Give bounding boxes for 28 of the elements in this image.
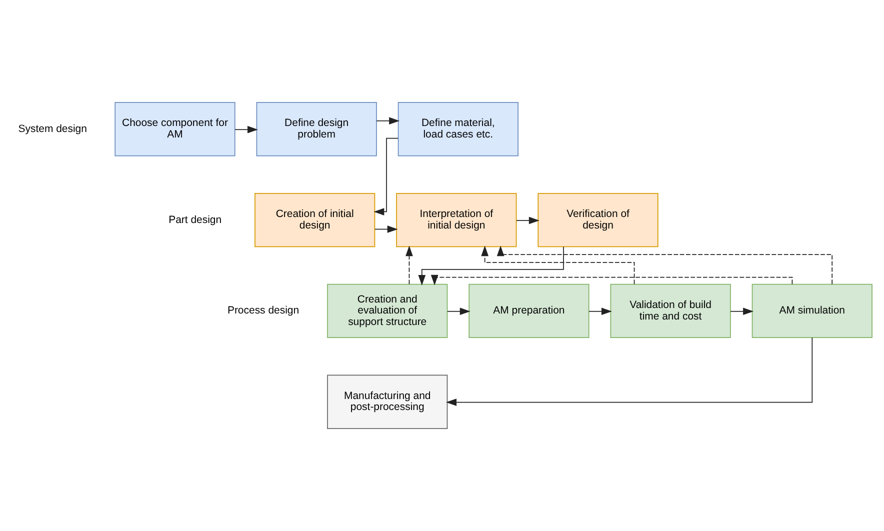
node-box: Creation of initial design — [254, 192, 376, 248]
node-box: AM simulation — [752, 284, 872, 338]
node-box: Validation of build time and cost — [610, 284, 731, 338]
arrow — [588, 308, 612, 316]
node-box: AM preparation — [468, 284, 590, 338]
arrow — [496, 246, 833, 285]
arrow — [446, 308, 470, 316]
arrow — [418, 246, 564, 286]
label: Part design — [168, 214, 222, 226]
label: Process design — [227, 306, 300, 317]
arrow — [446, 337, 813, 406]
arrow — [234, 126, 258, 134]
arrow — [516, 216, 540, 224]
node-box: Define design problem — [256, 102, 377, 156]
node-box: Interpretation of initial design — [396, 192, 517, 248]
arrow — [481, 246, 635, 285]
node-box: Creation and evaluation of support structure — [327, 284, 448, 338]
arrow — [374, 226, 398, 233]
node-box: Choose component for AM — [114, 102, 236, 156]
arrow — [374, 138, 398, 216]
arrow — [730, 308, 754, 316]
node-box: Verification of design — [538, 192, 658, 248]
node-box: Define material, load cases etc. — [398, 102, 518, 156]
arrow — [406, 246, 413, 285]
arrow — [430, 274, 793, 286]
node-box: Manufacturing and post-processing — [327, 374, 448, 429]
label: System design — [18, 124, 87, 135]
arrow — [376, 117, 400, 125]
